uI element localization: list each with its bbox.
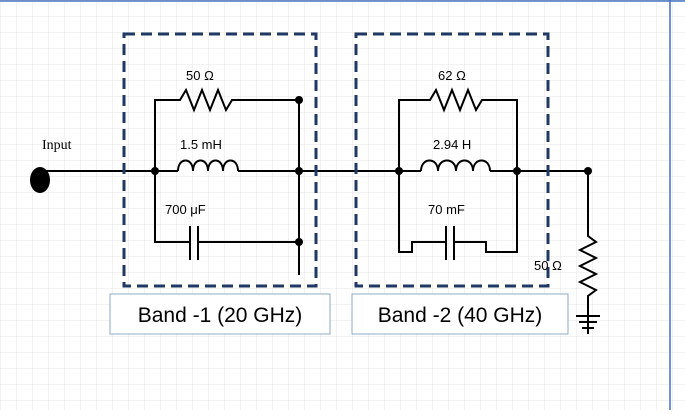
band1-resistor-label: 50 Ω — [186, 68, 214, 83]
band1-caption: Band -1 (20 GHz) — [138, 304, 303, 327]
band1-box — [122, 32, 318, 288]
band2-caption: Band -2 (40 GHz) — [378, 304, 543, 327]
band2-inductor — [420, 159, 491, 172]
band1-caption-box — [109, 293, 331, 335]
band1-resistor — [154, 87, 300, 171]
band2-box — [354, 32, 550, 288]
band2-inductor-label: 2.94 H — [433, 137, 471, 152]
band2-resistor — [398, 87, 518, 171]
input-terminal — [30, 167, 50, 193]
ground-icon — [576, 315, 600, 334]
band1-inductor — [177, 159, 239, 172]
input-label: Input — [42, 138, 72, 153]
band2-caption-box — [351, 293, 569, 335]
band1-junctions — [151, 96, 303, 246]
band2-junctions — [395, 167, 521, 175]
band1-capacitor — [154, 171, 300, 275]
band2-capacitor-label: 70 mF — [428, 202, 465, 217]
band2-capacitor — [398, 171, 518, 260]
band1-capacitor-label: 700 μF — [165, 202, 206, 217]
band1-inductor-label: 1.5 mH — [180, 137, 222, 152]
load-resistor-label: 50 Ω — [534, 258, 562, 273]
band2-resistor-label: 62 Ω — [438, 68, 466, 83]
load-resistor — [577, 171, 599, 316]
